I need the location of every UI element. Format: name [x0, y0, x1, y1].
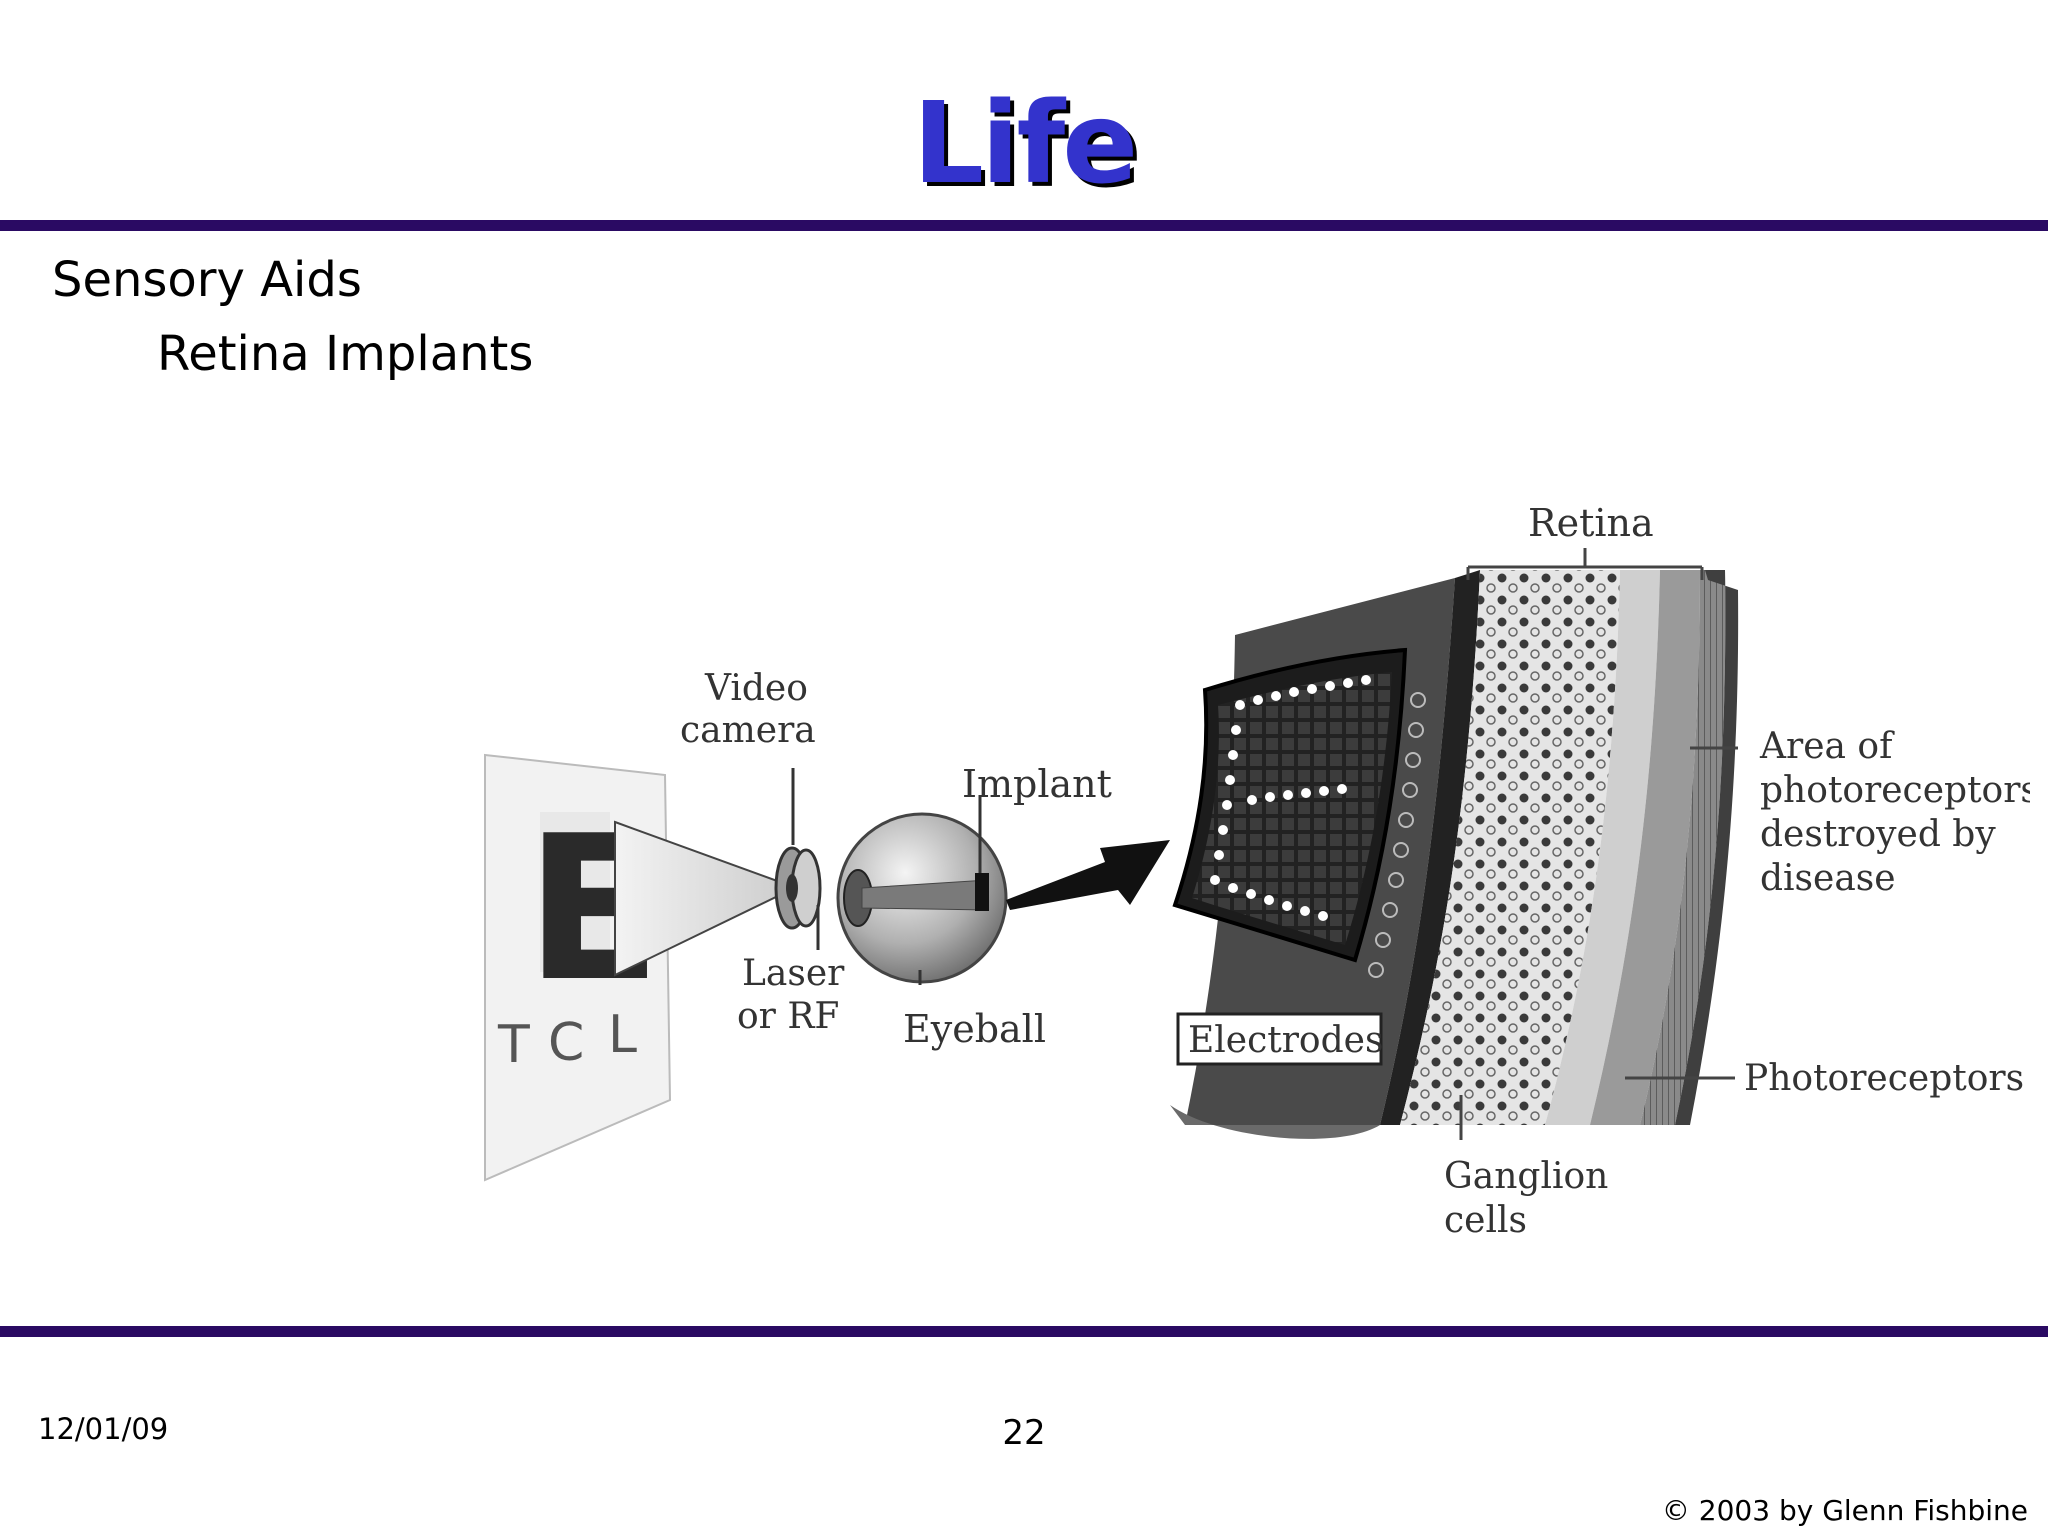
- label-eyeball: Eyeball: [903, 1007, 1046, 1051]
- retina-implant-diagram: E T C L: [484, 501, 2030, 1241]
- eye-chart-letter-l: L: [608, 1005, 637, 1065]
- leader-lines: [1459, 746, 1738, 1140]
- label-laser: Laser: [742, 953, 845, 994]
- label-cells: cells: [1444, 1200, 1527, 1241]
- eye-chart-letter-t: T: [497, 1015, 530, 1075]
- top-divider: [0, 220, 2048, 231]
- label-area-1: Area of: [1759, 726, 1895, 767]
- eyeball: [836, 795, 1008, 985]
- bottom-divider: [0, 1326, 2048, 1337]
- eye-chart-letter-c: C: [548, 1013, 584, 1073]
- label-area-3: destroyed by: [1760, 814, 1996, 855]
- eye-chart: E T C L: [484, 753, 672, 1182]
- label-retina: Retina: [1528, 501, 1654, 545]
- label-electrodes: Electrodes: [1188, 1020, 1383, 1061]
- footer-date: 12/01/09: [38, 1412, 169, 1446]
- label-or-rf: or RF: [737, 996, 839, 1037]
- label-camera: camera: [680, 710, 816, 751]
- slide-title: Life: [912, 79, 1138, 209]
- bullet-level-1: Sensory Aids: [52, 252, 362, 308]
- bullet-level-2: Retina Implants: [157, 326, 534, 382]
- label-photoreceptors: Photoreceptors: [1744, 1058, 2024, 1099]
- label-area-2: photoreceptors: [1760, 770, 2030, 811]
- electrodes-label-box: [1176, 1012, 1383, 1066]
- footer-copyright: © 2003 by Glenn Fishbine: [1661, 1494, 2028, 1527]
- label-implant: Implant: [962, 762, 1112, 806]
- electrode-array: [1172, 647, 1426, 978]
- label-area-4: disease: [1760, 858, 1896, 899]
- video-camera: [774, 768, 822, 950]
- label-ganglion: Ganglion: [1444, 1156, 1608, 1197]
- arrow-to-retina: [1006, 840, 1170, 910]
- label-video: Video: [704, 668, 808, 709]
- page-number: 22: [1002, 1413, 1046, 1453]
